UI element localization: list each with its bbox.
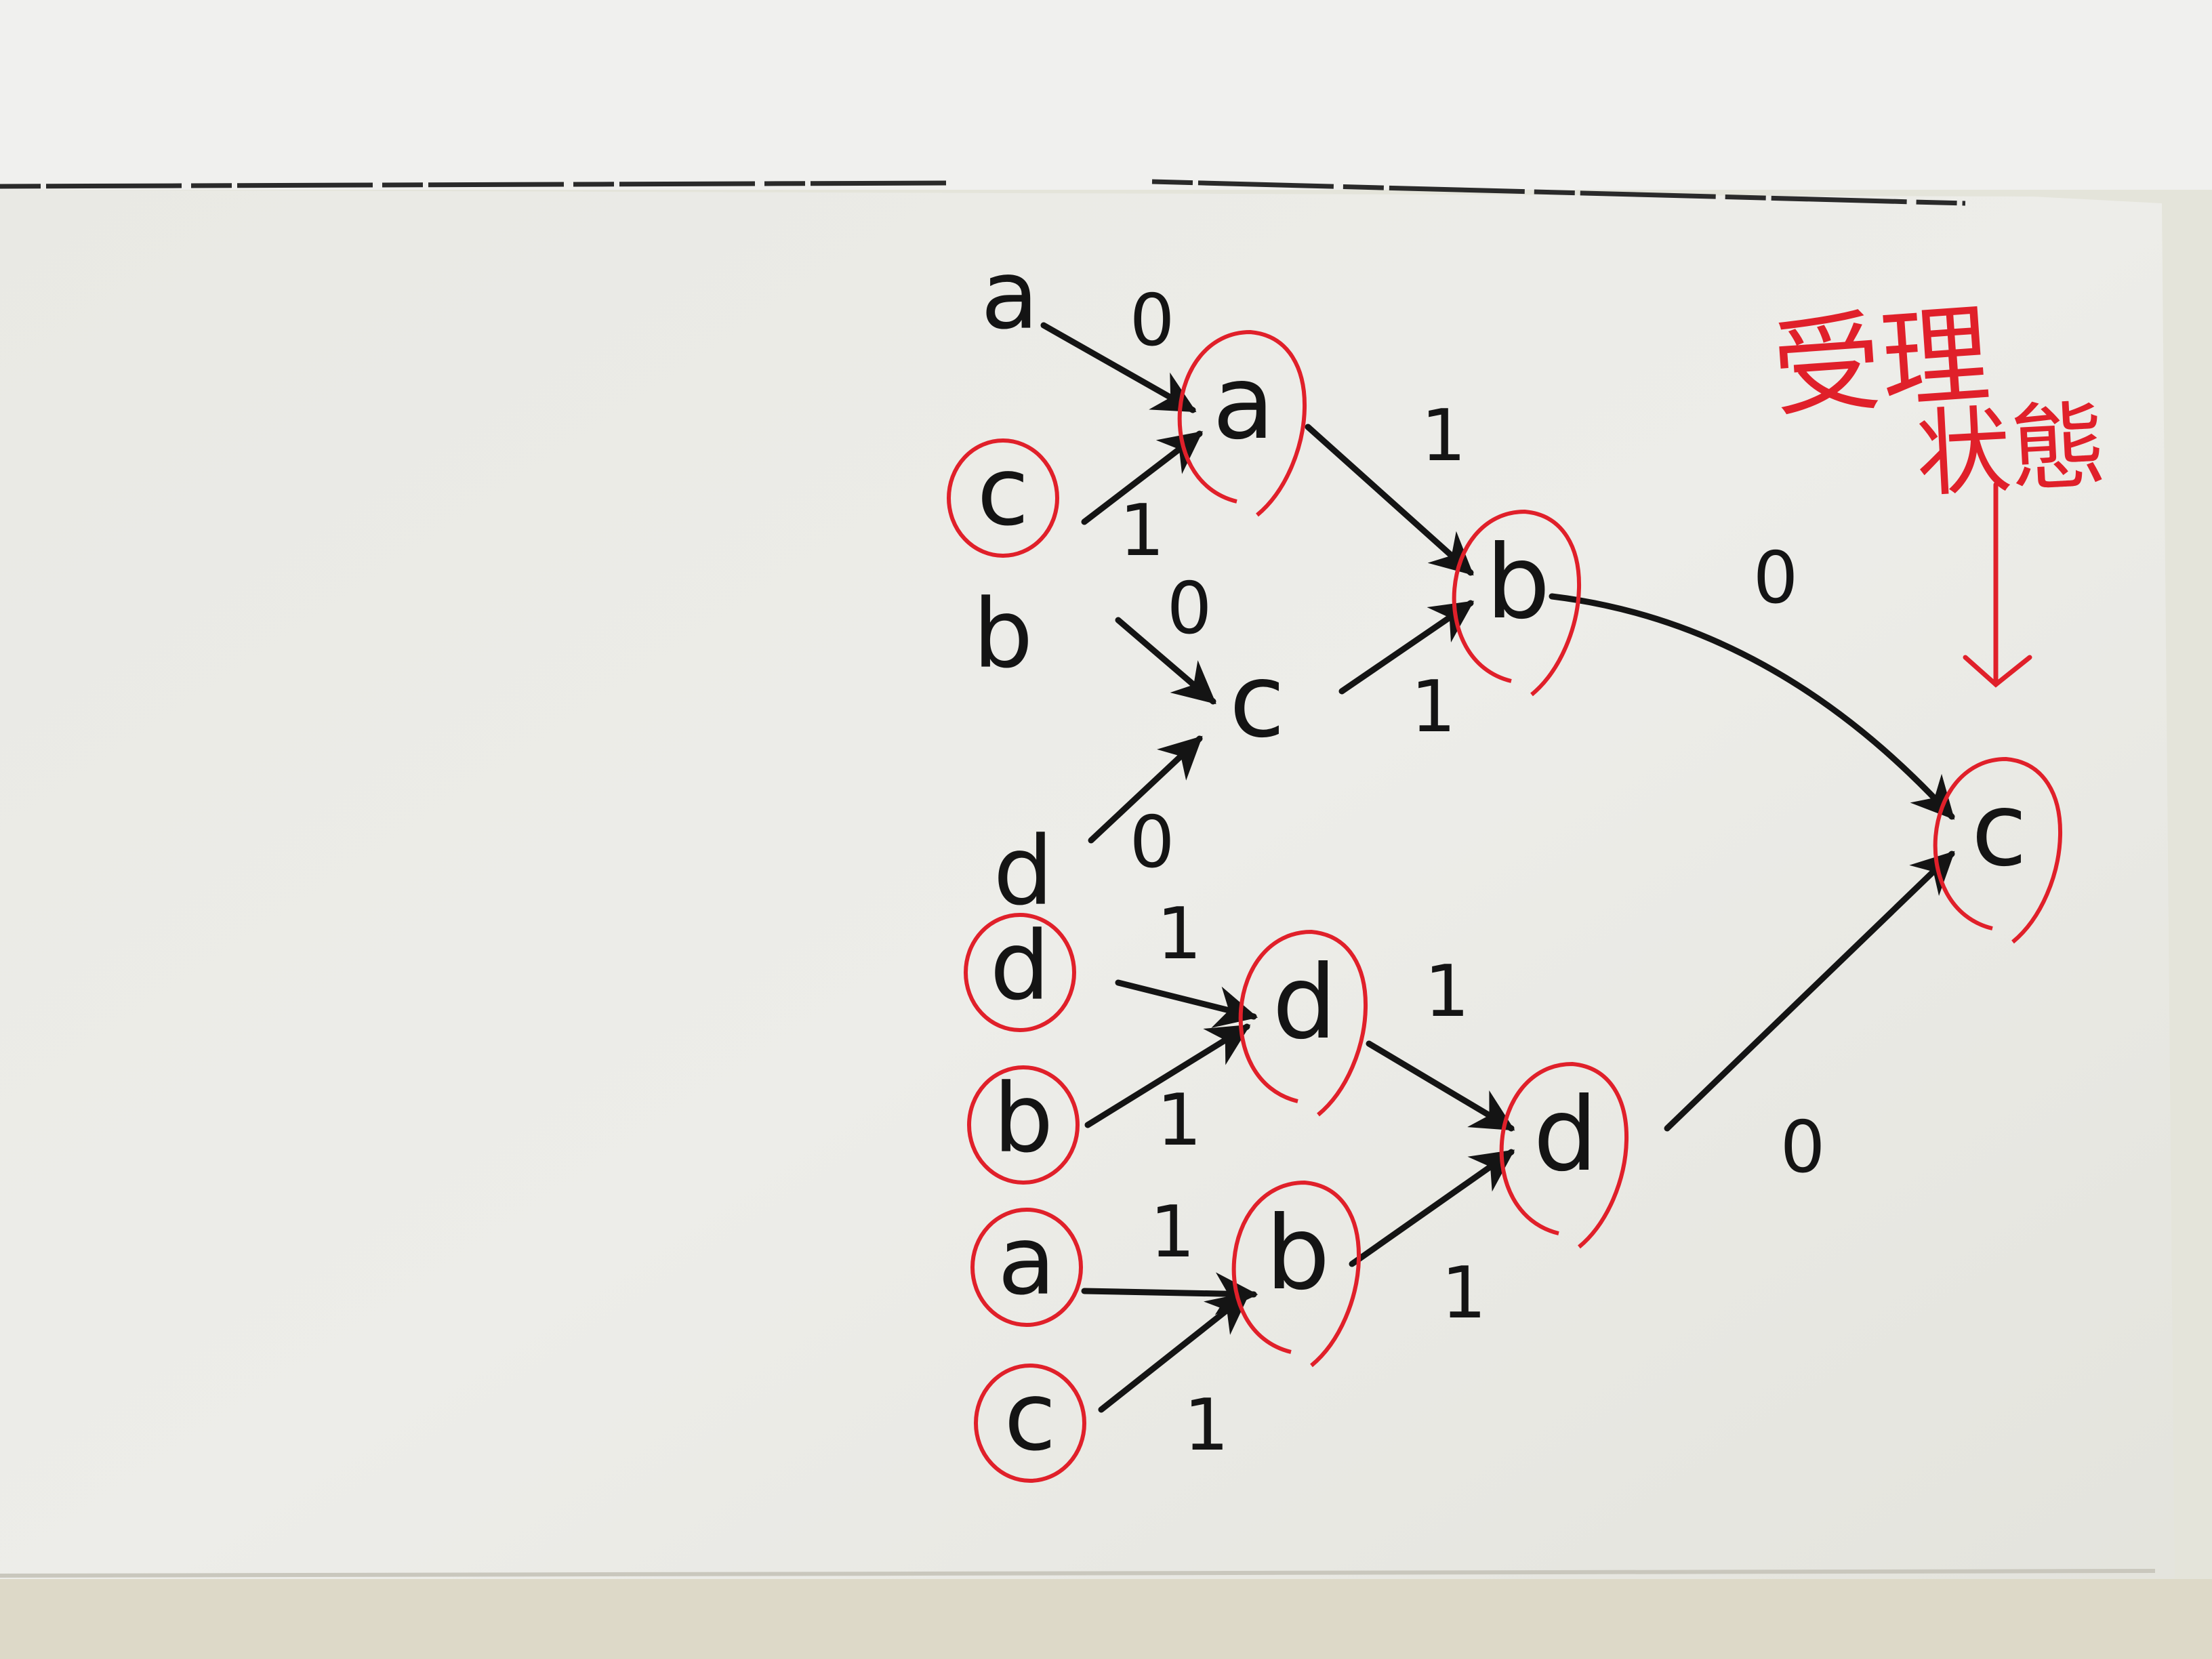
edge-mid_c-to-mid_b xyxy=(1338,600,1475,695)
node-mid_d2: d xyxy=(1499,1061,1629,1249)
edge-label-e1: 0 xyxy=(1130,279,1175,362)
floor-strip xyxy=(0,1579,2212,1659)
edge-mid_b-to-final_c xyxy=(1549,593,1955,820)
node-label: a xyxy=(981,241,1039,351)
edge-in_a2-to-mid_b2 xyxy=(1081,1272,1258,1315)
node-in_a: a xyxy=(981,241,1039,351)
node-in_d1: d xyxy=(994,817,1054,927)
edge-label-e11: 1 xyxy=(1184,1384,1229,1467)
edge-label-e4: 0 xyxy=(1130,801,1175,884)
edges-layer xyxy=(1040,322,2032,1413)
node-label: d xyxy=(1533,1076,1597,1194)
edge-mid_d2-to-final_c xyxy=(1664,851,1955,1132)
node-mid_c: c xyxy=(1229,642,1285,760)
node-in_b1: b xyxy=(973,579,1033,690)
edge-in_a-to-mid_a xyxy=(1040,322,1197,413)
node-in_c1: c xyxy=(947,437,1059,558)
node-mid_b2: b xyxy=(1231,1180,1361,1368)
edge-in_d1-to-mid_c xyxy=(1088,735,1203,844)
node-mid_a: a xyxy=(1177,329,1307,517)
edge-label-e12: 1 xyxy=(1425,950,1470,1033)
edge-in_c1-to-mid_a xyxy=(1081,430,1204,525)
paper-sheet xyxy=(0,190,2175,1659)
edge-in_c2-to-mid_b2 xyxy=(1098,1291,1250,1413)
node-in_d2: d xyxy=(964,912,1076,1032)
edge-mid_d-to-mid_d2 xyxy=(1366,1040,1515,1132)
edge-label-e5: 1 xyxy=(1421,394,1467,477)
accept-state-circle xyxy=(974,1364,1086,1483)
node-mid_d: d xyxy=(1238,929,1368,1117)
edge-label-e14: 0 xyxy=(1780,1106,1826,1189)
edge-in_b2-to-mid_d xyxy=(1084,1023,1251,1128)
annotation-arrowhead xyxy=(1963,655,2032,688)
edge-label-e2: 1 xyxy=(1120,489,1165,572)
edge-in_b1-to-mid_c xyxy=(1115,617,1216,705)
paper-bottom-edge xyxy=(0,1569,2156,1578)
accept-state-circle xyxy=(947,438,1059,558)
accept-state-circle xyxy=(967,1065,1080,1185)
edge-label-e8: 1 xyxy=(1157,893,1202,975)
node-mid_b: b xyxy=(1452,509,1582,697)
node-in_b2: b xyxy=(967,1064,1080,1185)
edge-mid_b2-to-mid_d2 xyxy=(1349,1149,1515,1267)
accept-state-circle xyxy=(1238,929,1368,1117)
annotation: 受理 状態 xyxy=(1769,291,2109,511)
node-in_a2: a xyxy=(970,1206,1083,1327)
node-label: b xyxy=(1486,524,1550,642)
edge-label-e13: 1 xyxy=(1441,1252,1487,1334)
edge-label-e3: 0 xyxy=(1167,567,1212,650)
node-final_c: c xyxy=(1933,756,2063,944)
node-label: c xyxy=(1004,1362,1057,1473)
node-label: b xyxy=(973,579,1033,690)
annotation-line-2: 状態 xyxy=(1913,391,2108,511)
node-label: a xyxy=(998,1206,1056,1317)
accept-state-circle xyxy=(1452,509,1582,697)
node-label: c xyxy=(1971,771,2027,889)
accept-state-circle xyxy=(964,913,1076,1032)
node-label: d xyxy=(990,912,1050,1022)
node-label: d xyxy=(1272,944,1336,1062)
node-label: c xyxy=(977,437,1029,548)
accept-state-circle xyxy=(1231,1180,1361,1368)
node-label: b xyxy=(994,1064,1054,1174)
node-label: b xyxy=(1265,1195,1330,1313)
accept-state-circle xyxy=(1499,1061,1629,1249)
edge-in_d2-to-mid_d xyxy=(1115,979,1258,1028)
node-in_c2: c xyxy=(974,1362,1086,1483)
upper-sheet xyxy=(0,0,2212,190)
node-label: a xyxy=(1212,344,1275,462)
edge-label-e9: 1 xyxy=(1157,1079,1202,1162)
edge-label-e6: 1 xyxy=(1411,665,1456,748)
accept-state-circle xyxy=(1177,329,1307,517)
edge-label-e10: 1 xyxy=(1150,1191,1195,1273)
accept-state-circle xyxy=(970,1208,1083,1327)
edge-mid_a-to-mid_b xyxy=(1305,424,1474,576)
accept-state-circle xyxy=(1933,756,2063,944)
node-label: c xyxy=(1229,642,1285,760)
edge-label-e7: 0 xyxy=(1753,537,1799,619)
top-rule-line xyxy=(0,179,1966,206)
node-label: d xyxy=(994,817,1054,927)
annotation-line-1: 受理 xyxy=(1769,291,1994,432)
